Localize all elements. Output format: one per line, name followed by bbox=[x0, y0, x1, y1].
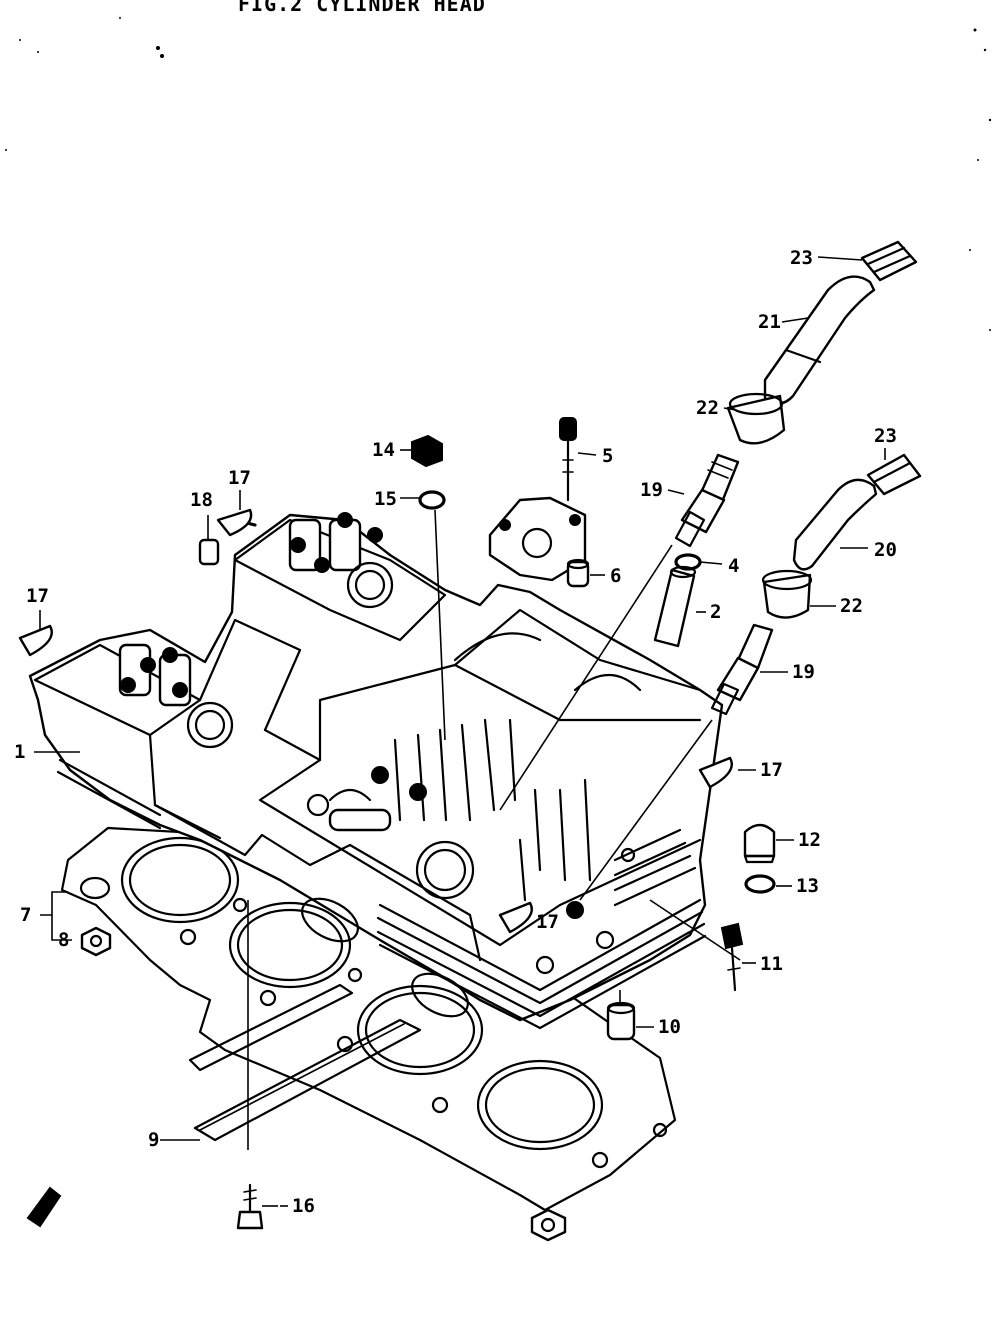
cylinder-head bbox=[28, 512, 724, 1030]
callout-19-lower: 19 bbox=[792, 661, 815, 683]
callout-14: 14 bbox=[372, 439, 395, 461]
callout-19-upper: 19 bbox=[640, 479, 663, 501]
spark-plug-cap-hose-lower bbox=[792, 478, 878, 571]
callout-2: 2 bbox=[710, 601, 721, 623]
callout-18: 18 bbox=[190, 489, 213, 511]
oil-seal-gasket-strip bbox=[188, 983, 422, 1142]
callout-9: 9 bbox=[148, 1129, 159, 1151]
plug-cap-boot-lower bbox=[761, 569, 813, 619]
callout-4: 4 bbox=[728, 555, 739, 577]
front-direction-arrow bbox=[26, 1186, 62, 1228]
callout-15: 15 bbox=[374, 488, 397, 510]
spark-plug-upper bbox=[674, 453, 740, 548]
dowel-pin-lower bbox=[606, 1001, 636, 1041]
scan-noise bbox=[5, 17, 992, 331]
plug-cap-18 bbox=[198, 538, 220, 566]
callout-21: 21 bbox=[758, 311, 781, 333]
half-moon-plug-a bbox=[216, 508, 253, 537]
callout-7: 7 bbox=[20, 904, 31, 926]
stud-bolt bbox=[236, 1183, 264, 1230]
callout-17-left: 17 bbox=[26, 585, 49, 607]
washer-right bbox=[744, 874, 776, 894]
washer bbox=[418, 490, 446, 741]
acorn-nut bbox=[743, 823, 776, 864]
callout-12: 12 bbox=[798, 829, 821, 851]
gasket-nut bbox=[80, 926, 112, 957]
callout-17-center: 17 bbox=[536, 911, 559, 933]
callout-22-upper: 22 bbox=[696, 397, 719, 419]
flange-nut bbox=[530, 1208, 567, 1242]
dowel-pin-upper bbox=[566, 558, 590, 588]
hose-clamp-upper bbox=[860, 240, 918, 282]
callout-17-top: 17 bbox=[228, 467, 251, 489]
plug-cap-boot-upper bbox=[726, 392, 786, 445]
callout-13: 13 bbox=[796, 875, 819, 897]
half-moon-plug-b bbox=[18, 624, 53, 657]
callout-1: 1 bbox=[14, 741, 25, 763]
callout-5: 5 bbox=[602, 445, 613, 467]
callout-23-upper: 23 bbox=[790, 247, 813, 269]
hose-clamp-lower bbox=[866, 453, 922, 496]
cap-nut bbox=[411, 434, 443, 468]
camshaft-cap-bolt bbox=[559, 417, 577, 502]
callout-22-lower: 22 bbox=[840, 595, 863, 617]
spark-plug-lower bbox=[710, 623, 774, 716]
callout-20: 20 bbox=[874, 539, 897, 561]
leader-lines bbox=[34, 256, 886, 1207]
head-bolt bbox=[720, 922, 744, 992]
callout-16: 16 bbox=[292, 1195, 315, 1217]
spark-plug-cap-hose-upper bbox=[763, 275, 876, 405]
callout-23-lower: 23 bbox=[874, 425, 897, 447]
half-moon-plug-d bbox=[498, 901, 533, 934]
callout-10: 10 bbox=[658, 1016, 681, 1038]
callouts: 23 21 22 14 5 19 17 18 15 4 23 20 6 2 22… bbox=[14, 247, 897, 1217]
callout-11: 11 bbox=[760, 953, 783, 975]
camshaft-holder bbox=[488, 496, 587, 582]
half-moon-plug-c bbox=[698, 756, 733, 789]
callout-17-right: 17 bbox=[760, 759, 783, 781]
valve-guide bbox=[653, 565, 697, 648]
callout-8: 8 bbox=[58, 929, 69, 951]
callout-6: 6 bbox=[610, 565, 621, 587]
figure-title: FIG.2 CYLINDER HEAD bbox=[238, 0, 486, 16]
